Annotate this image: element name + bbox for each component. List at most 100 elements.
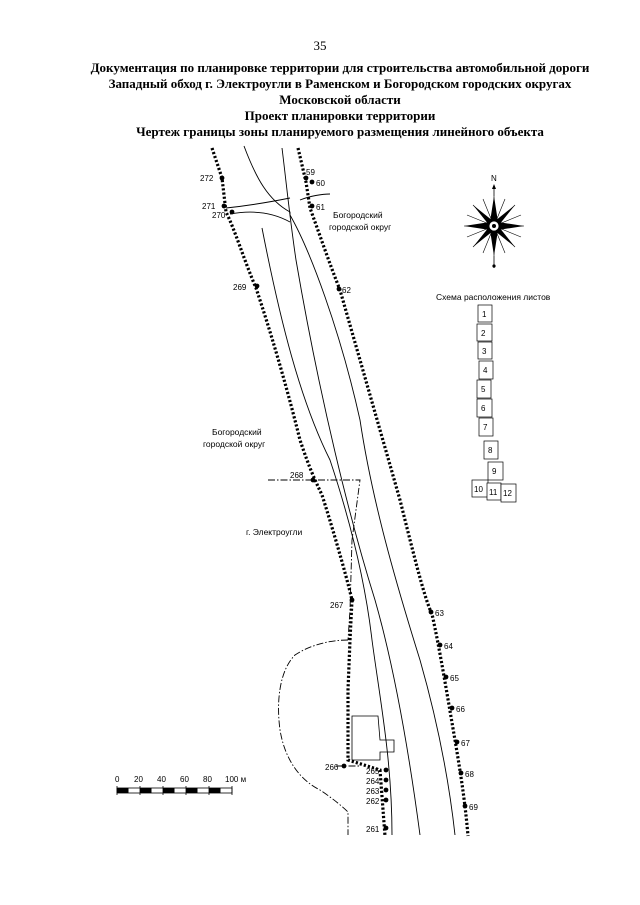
point-63-marker [428,609,434,615]
point-62-label: 62 [342,286,351,295]
point-60-label: 60 [316,179,325,188]
sheet-6: 6 [481,404,486,413]
point-266-label: 266 [325,763,339,772]
road-curve-left [229,211,291,223]
bogorodsky-label-mid-line1: Богородский [212,427,262,437]
road-crossing-top [225,197,291,209]
boundary-points [219,175,468,831]
road-edge-right [243,145,456,836]
point-266-marker [341,763,347,769]
point-61-label: 61 [316,203,325,212]
point-60-marker [309,179,315,185]
sheet-7: 7 [483,423,488,432]
point-269-marker [254,283,260,289]
point-59-label: 59 [306,168,315,177]
sheet-10: 10 [474,485,483,494]
road-edge-middle [281,147,421,836]
sheet-12: 12 [503,489,512,498]
point-267-label: 267 [330,601,344,610]
sheet-9: 9 [492,467,497,476]
bogorodsky-label-top-line2: городской округ [329,222,391,232]
point-61-marker [309,203,315,209]
point-268-marker [310,477,316,483]
point-264-marker [383,777,389,783]
point-262-marker [383,797,389,803]
bogorodsky-label-mid-line2: городской округ [203,439,265,449]
compass-north-label: N [491,174,497,183]
header-line-4: Проект планировки территории [244,108,436,123]
point-265-marker [383,767,389,773]
document-header: Документация по планировке территории дл… [40,60,640,140]
point-69-marker [462,803,468,809]
structure-outline [351,715,395,761]
scale-bar: 0 20 40 60 80 100 м [115,775,246,795]
point-66-label: 66 [456,705,465,714]
point-65-marker [443,674,449,680]
sheet-5: 5 [481,385,486,394]
point-labels: 272 271 270 269 268 267 266 265 264 263 … [200,168,478,834]
header-line-1: Документация по планировке территории дл… [90,60,590,75]
header-line-5: Чертеж границы зоны планируемого размеще… [136,124,544,139]
road-edge-left [261,227,393,836]
point-64-label: 64 [444,642,453,651]
sheet-8: 8 [488,446,493,455]
point-271-label: 271 [202,202,216,211]
elektrougli-label: г. Электроугли [246,527,302,537]
compass-rose-icon: N [464,174,524,268]
point-270-label: 270 [212,211,226,220]
point-265-label: 265 [366,767,380,776]
boundary-loop [278,639,349,835]
zone-boundary-right [296,147,470,837]
point-65-label: 65 [450,674,459,683]
point-272-label: 272 [200,174,214,183]
point-63-label: 63 [435,609,444,618]
zone-boundary-left [210,147,387,837]
scale-tick-0: 0 [115,775,120,784]
area-labels: Богородский городской округ Богородский … [203,210,391,537]
point-270-marker [229,209,235,215]
zone-boundary [210,147,470,837]
road-lines [225,145,456,836]
point-264-label: 264 [366,777,380,786]
sheet-1: 1 [482,310,487,319]
scale-tick-60: 60 [180,775,189,784]
point-59-marker [303,175,309,181]
point-67-marker [454,739,460,745]
sheet-4: 4 [483,366,488,375]
point-268-label: 268 [290,471,304,480]
scale-tick-80: 80 [203,775,212,784]
point-263-label: 263 [366,787,380,796]
road-curve-right [299,193,331,201]
point-67-label: 67 [461,739,470,748]
point-263-marker [383,787,389,793]
structure-rect [351,715,395,761]
point-261-label: 261 [366,825,380,834]
point-62-marker [336,286,342,292]
point-66-marker [449,705,455,711]
header-line-3: Московской области [279,92,401,107]
sheet-scheme-title: Схема расположения листов [436,292,551,302]
point-269-label: 269 [233,283,247,292]
bogorodsky-label-top-line1: Богородский [333,210,383,220]
sheet-scheme: Схема расположения листов 1 2 3 4 5 6 7 … [436,292,551,503]
page-number: 35 [313,38,327,53]
point-261-marker [383,825,389,831]
sheet-11: 11 [489,488,498,497]
point-64-marker [437,642,443,648]
point-68-marker [458,770,464,776]
point-69-label: 69 [469,803,478,812]
sheet-3: 3 [482,347,487,356]
point-272-marker [219,175,225,181]
municipal-boundary [268,479,361,835]
scale-tick-20: 20 [134,775,143,784]
point-267-marker [349,597,355,603]
point-68-label: 68 [465,770,474,779]
header-line-2: Западный обход г. Электроугли в Раменско… [108,76,572,91]
scale-tick-40: 40 [157,775,166,784]
scale-tick-100: 100 м [225,775,246,784]
point-262-label: 262 [366,797,380,806]
point-271-marker [221,203,227,209]
sheet-2: 2 [481,329,486,338]
boundary-line [268,479,361,641]
